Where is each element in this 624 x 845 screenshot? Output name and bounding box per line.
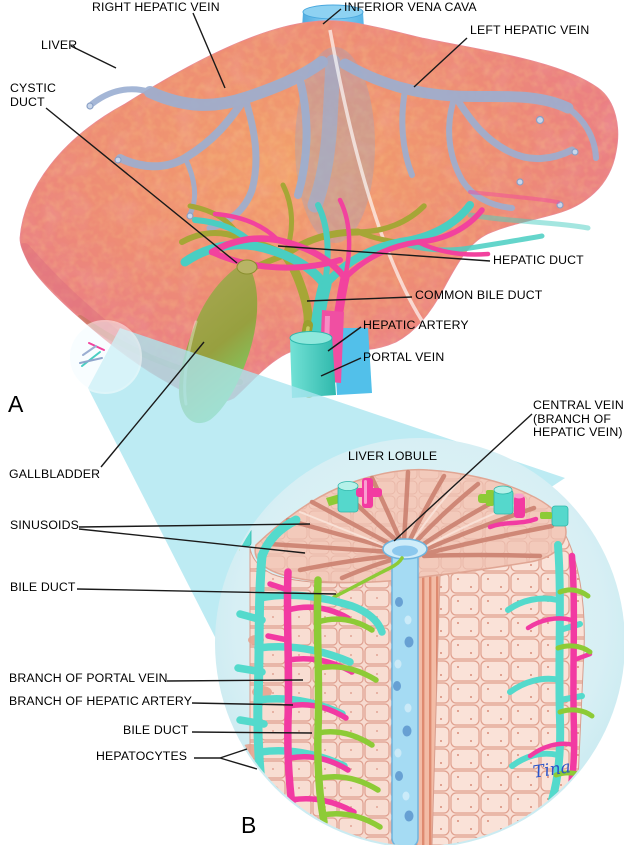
leader-inferior-vena-cava — [322, 8, 342, 25]
label-branch-of-hepatic-artery: BRANCH OF HEPATIC ARTERY — [9, 694, 193, 708]
label-hepatic-duct: HEPATIC DUCT — [493, 253, 584, 267]
corner-vessels-top-right — [478, 485, 525, 518]
panel-b-letter: B — [241, 812, 257, 838]
leader-bile-duct-upper — [76, 588, 337, 595]
label-cystic-duct: CYSTIC DUCT — [10, 81, 56, 109]
label-liver-lobule: LIVER LOBULE — [348, 449, 438, 463]
central-vein-column — [382, 538, 428, 845]
label-branch-of-portal-vein: BRANCH OF PORTAL VEIN — [9, 671, 168, 685]
leader-sinusoids-1 — [78, 523, 311, 528]
label-right-hepatic-vein: RIGHT HEPATIC VEIN — [92, 0, 220, 14]
label-sinusoids: SINUSOIDS — [10, 518, 79, 532]
leader-central-vein — [393, 413, 533, 542]
label-gallbladder: GALLBLADDER — [9, 467, 101, 481]
leader-hepatic-artery — [327, 326, 362, 352]
falciform-ligament — [328, 29, 468, 374]
leader-cystic-duct — [45, 107, 238, 264]
corner-vessels-top-left — [326, 478, 382, 513]
label-common-bile-duct: COMMON BILE DUCT — [415, 288, 543, 302]
hepatic-vein-tips — [86, 102, 579, 220]
panel-a-letter: A — [8, 391, 24, 417]
leader-branch-hepatic-artery — [191, 702, 294, 706]
label-portal-vein: PORTAL VEIN — [363, 350, 445, 364]
label-left-hepatic-vein: LEFT HEPATIC VEIN — [470, 23, 590, 37]
leader-hepatic-duct — [277, 245, 491, 262]
leader-hepatocytes — [194, 748, 258, 770]
leader-liver — [70, 45, 117, 69]
label-central-vein: CENTRAL VEIN (BRANCH OF HEPATIC VEIN) — [533, 398, 624, 439]
bile-duct-to-central-vein — [332, 556, 404, 599]
magnifier-apex-circle — [68, 320, 142, 394]
leader-sinusoids-2 — [78, 528, 306, 554]
corner-vessels-right-edge — [540, 505, 569, 527]
label-bile-duct-lower: BILE DUCT — [123, 723, 189, 737]
leader-left-hepatic-vein — [413, 37, 468, 88]
label-hepatic-artery: HEPATIC ARTERY — [363, 318, 469, 332]
leader-branch-portal-vein — [166, 679, 304, 682]
hepatic-vein-branches — [89, 54, 599, 232]
label-inferior-vena-cava: INFERIOR VENA CAVA — [344, 0, 477, 14]
leader-common-bile-duct — [306, 296, 413, 302]
leader-right-hepatic-vein — [192, 12, 226, 89]
leader-lines — [45, 8, 533, 770]
leader-portal-vein — [320, 357, 362, 377]
leader-gallbladder — [100, 341, 205, 468]
label-hepatocytes: HEPATOCYTES — [96, 749, 188, 763]
liver-lobule-illustration — [230, 468, 595, 845]
label-liver: LIVER — [41, 38, 78, 52]
portal-vein-tube — [289, 331, 336, 398]
label-bile-duct-upper: BILE DUCT — [10, 580, 76, 594]
leader-bile-duct-lower — [191, 731, 313, 734]
